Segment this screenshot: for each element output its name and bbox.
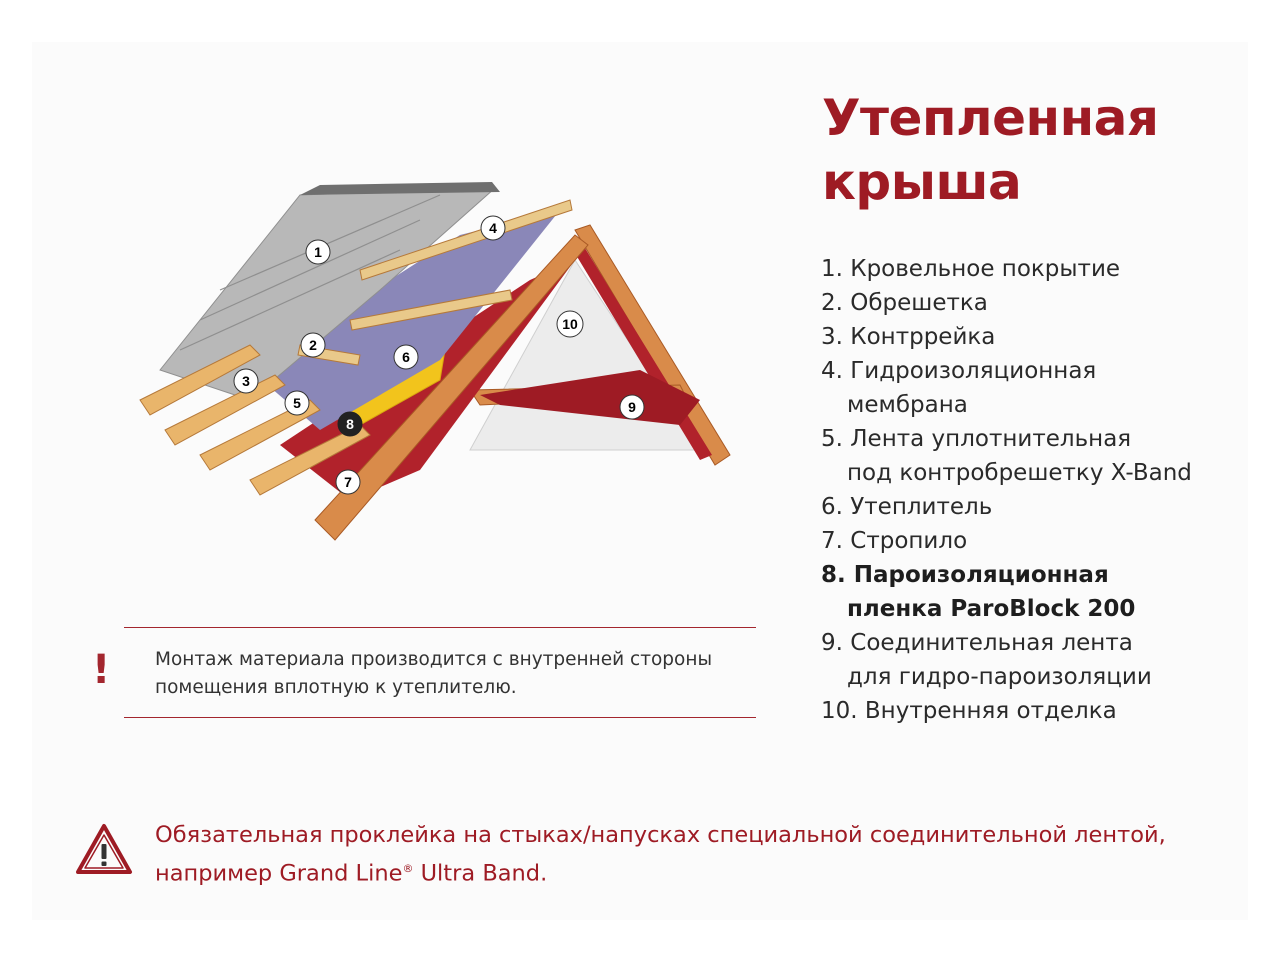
warning-triangle-icon: [76, 824, 132, 874]
counter-battens: [139, 344, 371, 496]
notice-bottom-divider: [124, 717, 756, 718]
legend-item-9-cont: для гидро-пароизоляции: [847, 664, 1152, 690]
ridge-cap: [300, 182, 500, 195]
notice-line-2: помещения вплотную к утеплителю.: [155, 677, 517, 698]
svg-text:6: 6: [402, 349, 410, 365]
registered-mark: ®: [402, 862, 414, 875]
marker-9: 9: [619, 394, 645, 420]
svg-text:1: 1: [314, 244, 322, 260]
legend-item-4: 4. Гидроизоляционная: [821, 358, 1097, 384]
marker-2: 2: [300, 332, 326, 358]
warning-line-2-end: Ultra Band.: [413, 860, 548, 887]
svg-text:8: 8: [346, 416, 354, 432]
marker-7: 7: [335, 469, 361, 495]
connecting-tape-strip: [480, 370, 700, 425]
svg-text:4: 4: [489, 220, 497, 236]
page-title: Утепленная крыша: [822, 86, 1159, 214]
title-line-1: Утепленная: [822, 89, 1159, 147]
svg-text:5: 5: [293, 395, 301, 411]
legend-item-2: 2. Обрешетка: [821, 290, 988, 316]
legend-item-6: 6. Утеплитель: [821, 494, 993, 520]
marker-8: 8: [337, 411, 363, 437]
diagram-markers: 1 2 3 4 5 6 7 8 9 10: [233, 215, 645, 495]
layer-legend: 1. Кровельное покрытие 2. Обрешетка 3. К…: [821, 252, 1192, 728]
svg-text:2: 2: [309, 337, 317, 353]
marker-10: 10: [556, 310, 584, 338]
svg-text:3: 3: [242, 373, 250, 389]
legend-item-9: 9. Соединительная лента: [821, 630, 1133, 656]
legend-item-4-cont: мембрана: [847, 392, 968, 418]
marker-6: 6: [393, 344, 419, 370]
marker-3: 3: [233, 368, 259, 394]
legend-item-5-cont: под контробрешетку X-Band: [847, 460, 1192, 486]
svg-text:9: 9: [628, 399, 636, 415]
legend-item-10: 10. Внутренняя отделка: [821, 698, 1117, 724]
title-line-2: крыша: [822, 153, 1022, 211]
marker-4: 4: [480, 215, 506, 241]
notice-line-1: Монтаж материала производится с внутренн…: [155, 649, 713, 670]
installation-notice: Монтаж материала производится с внутренн…: [155, 646, 755, 702]
legend-item-5: 5. Лента уплотнительная: [821, 426, 1132, 452]
warning-line-2: например Grand Line® Ultra Band.: [155, 852, 1166, 891]
legend-item-7: 7. Стропило: [821, 528, 968, 554]
marker-5: 5: [284, 390, 310, 416]
svg-text:7: 7: [344, 474, 352, 490]
legend-item-1: 1. Кровельное покрытие: [821, 256, 1121, 282]
warning-line-1: Обязательная проклейка на стыках/напуска…: [155, 822, 1166, 848]
warning-line-2-start: например Grand Line: [155, 860, 403, 887]
legend-item-3: 3. Контррейка: [821, 324, 996, 350]
taping-warning: Обязательная проклейка на стыках/напуска…: [155, 818, 1166, 891]
legend-item-8: 8. Пароизоляционная: [821, 562, 1109, 588]
roof-diagram: 1 2 3 4 5 6 7 8 9 10: [139, 182, 731, 541]
legend-item-8-cont: пленка ParoBlock 200: [847, 596, 1136, 622]
tile-rows: [179, 194, 441, 351]
content-panel: [32, 42, 1248, 920]
left-rafter: [314, 234, 589, 541]
svg-text:10: 10: [562, 316, 578, 332]
notice-top-divider: [124, 627, 756, 628]
exclamation-icon: !: [92, 647, 111, 693]
marker-1: 1: [305, 239, 331, 265]
